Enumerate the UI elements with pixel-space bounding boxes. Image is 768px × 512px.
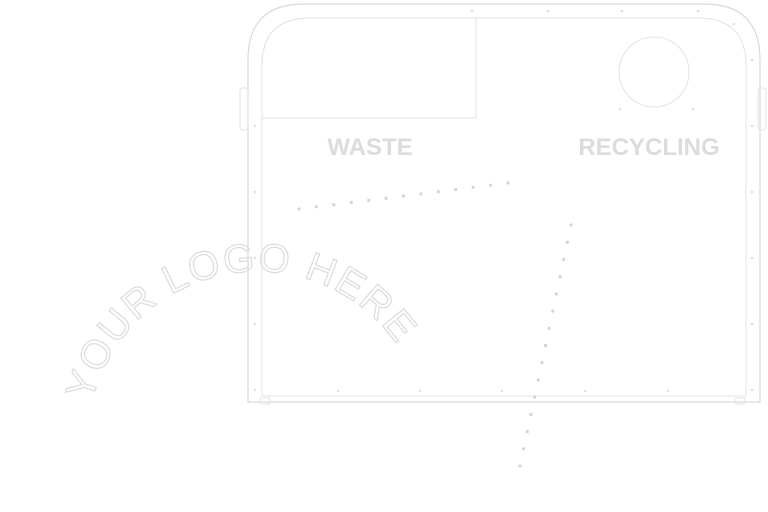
guide-dot [384, 196, 388, 200]
guide-dot [562, 257, 566, 261]
guide-dot [522, 447, 526, 451]
guide-dot [471, 185, 475, 189]
guide-dot [518, 464, 522, 468]
guide-dot [401, 194, 406, 198]
guide-dot [533, 395, 537, 399]
guide-dot [436, 190, 440, 194]
guide-dot [543, 343, 548, 348]
guide-dot [489, 183, 493, 187]
bin-inner-outline [261, 17, 747, 397]
guide-dot [297, 207, 301, 211]
left-foot [259, 397, 271, 405]
recycling-label: RECYCLING [578, 134, 719, 161]
guide-dot [349, 200, 353, 205]
guide-dot [454, 187, 458, 192]
guide-dot [525, 430, 529, 434]
bin-outer-outline [247, 3, 761, 403]
left-handle [239, 87, 249, 131]
guide-dot [529, 412, 533, 416]
guide-dot [419, 192, 423, 196]
guide-dot [554, 292, 559, 296]
waste-label: WASTE [327, 134, 412, 161]
logo-placeholder: YOUR LOGO HERE [58, 236, 426, 405]
guide-dot [569, 223, 573, 227]
dotted-line-diagonal [518, 223, 573, 468]
waste-opening [261, 17, 477, 119]
recycling-opening [618, 36, 690, 108]
guide-dot [367, 198, 371, 202]
guide-dot [547, 326, 551, 330]
rivets [253, 9, 754, 393]
guide-dot [536, 378, 540, 382]
guide-dot [506, 181, 510, 185]
right-handle [757, 87, 767, 131]
guide-dot [565, 240, 570, 244]
guide-dot [558, 275, 562, 279]
dotted-line-horizontal [297, 181, 510, 211]
guide-dot [332, 203, 336, 207]
logo-placeholder-text: YOUR LOGO HERE [58, 235, 425, 405]
guide-dot [314, 205, 318, 209]
guide-dot [540, 361, 544, 365]
right-foot [734, 397, 746, 405]
guide-dot [551, 309, 555, 313]
